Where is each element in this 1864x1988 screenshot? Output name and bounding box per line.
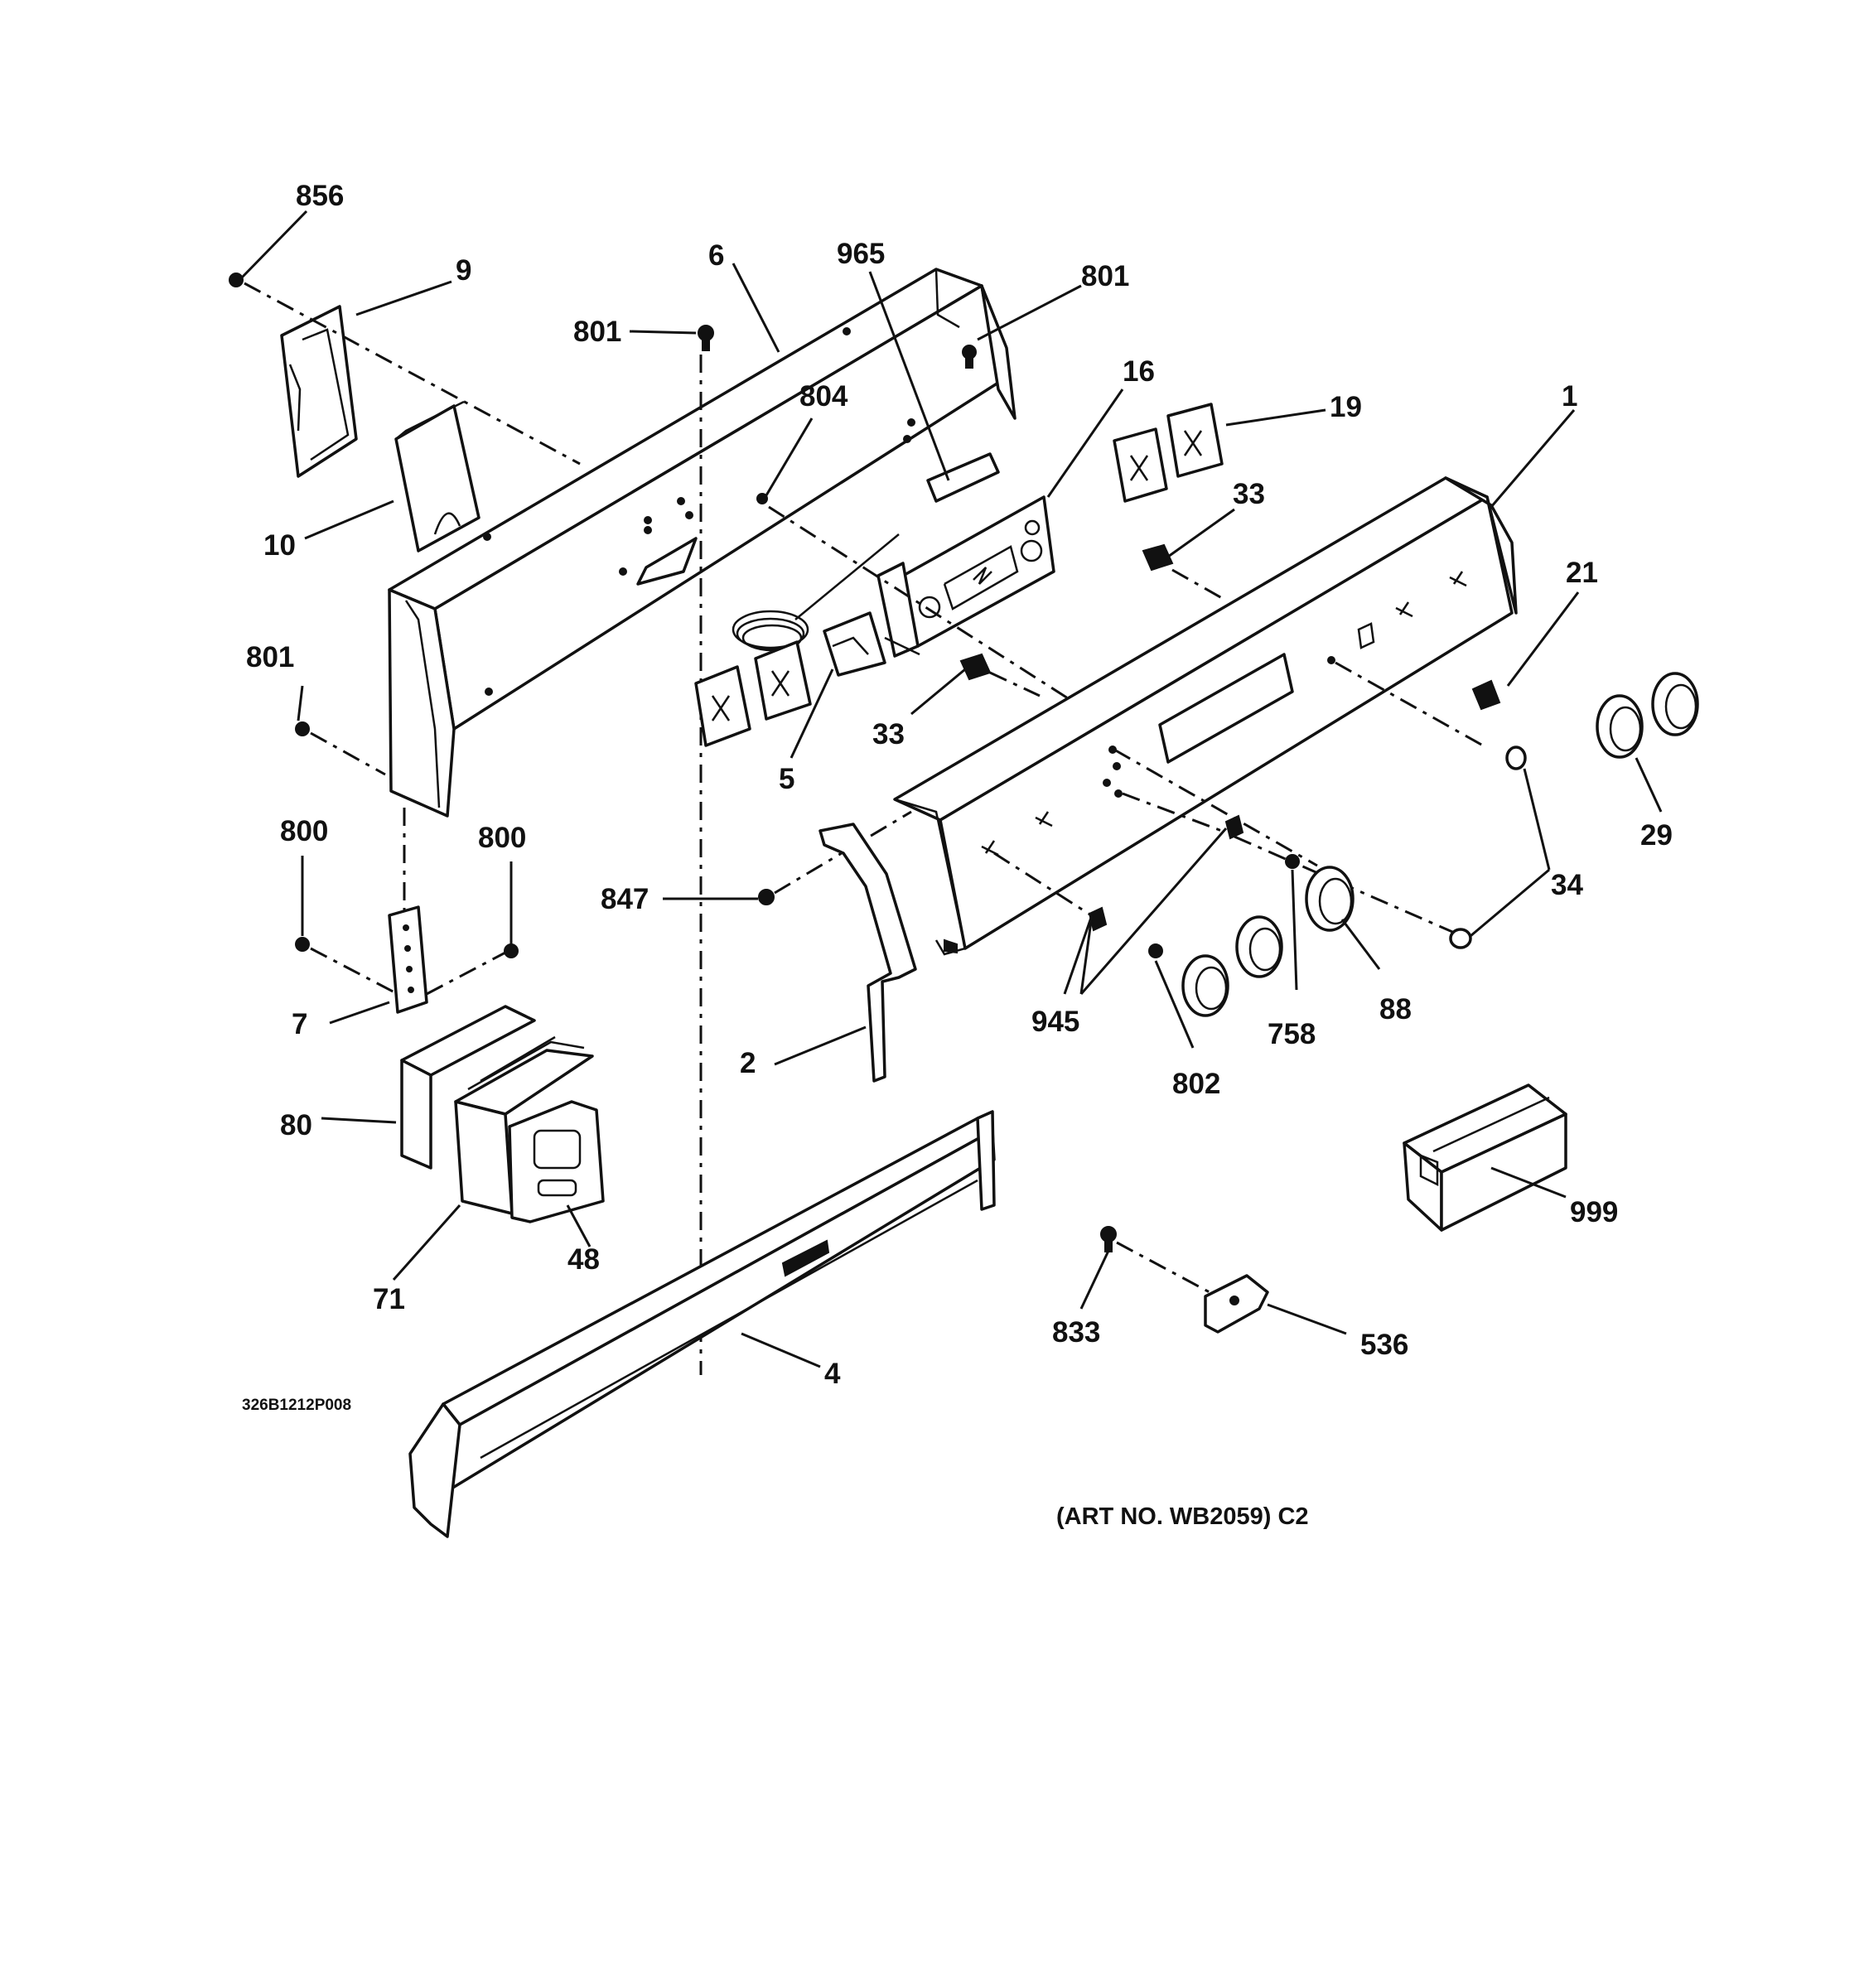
- part-847-screw: [758, 889, 775, 905]
- part-9-bracket: [280, 305, 358, 478]
- callout-16: 16: [1123, 355, 1155, 388]
- part-16-switch-housing: [876, 495, 1055, 658]
- callout-800-left: 800: [280, 815, 328, 847]
- callout-999: 999: [1570, 1196, 1618, 1228]
- part-88-knob-front: [1305, 866, 1355, 932]
- part-758-screw: [1285, 854, 1300, 869]
- callout-856: 856: [296, 180, 344, 212]
- callout-804: 804: [799, 380, 848, 413]
- drawing-number: 326B1212P008: [242, 1397, 351, 1414]
- callout-9: 9: [456, 254, 471, 287]
- callout-801-right: 801: [1081, 260, 1129, 292]
- part-34-plug-lower: [1449, 928, 1472, 949]
- part-802-screw: [1148, 943, 1163, 958]
- callout-34: 34: [1551, 869, 1583, 901]
- part-switch-left-2: [754, 640, 812, 721]
- part-19-switch-2: [1166, 403, 1224, 478]
- callout-801-left: 801: [246, 641, 294, 673]
- callout-801-top: 801: [573, 316, 621, 348]
- callout-21: 21: [1566, 557, 1598, 589]
- part-856-screw: [229, 273, 244, 287]
- part-801-screw-right: [962, 345, 977, 369]
- callout-33-lower: 33: [872, 718, 905, 750]
- callout-758: 758: [1268, 1018, 1316, 1050]
- part-29-knob-1: [1596, 694, 1644, 759]
- callout-847: 847: [601, 883, 649, 915]
- part-33-light-lower: [959, 653, 992, 681]
- callout-71: 71: [373, 1283, 405, 1315]
- callout-33-upper: 33: [1233, 478, 1265, 510]
- part-wire-harness: [732, 533, 900, 652]
- leader-lines: [240, 210, 1663, 1368]
- part-71-electronic-board: [454, 1035, 594, 1215]
- part-48-bracket: [508, 1100, 605, 1223]
- part-6-backguard: [388, 268, 1017, 818]
- callout-800-right: 800: [478, 822, 526, 854]
- part-switch-left-1: [694, 665, 751, 747]
- callout-1: 1: [1562, 380, 1577, 413]
- part-4-lower-trim: [408, 1110, 996, 1538]
- part-5-infinite-switch: [823, 611, 920, 677]
- part-800-screw-right: [504, 943, 519, 958]
- part-945-clip-upper: [1224, 814, 1244, 840]
- callout-4: 4: [824, 1358, 841, 1390]
- part-801-screw-top: [698, 325, 714, 351]
- callout-6: 6: [708, 239, 724, 272]
- part-88-knob-right: [1235, 915, 1283, 978]
- callout-29: 29: [1640, 819, 1673, 852]
- part-800-screw-left: [295, 937, 310, 952]
- callout-965: 965: [837, 238, 885, 270]
- part-536-bracket: [1204, 1274, 1269, 1334]
- callout-48: 48: [567, 1243, 600, 1276]
- callout-19: 19: [1330, 391, 1362, 423]
- callout-7: 7: [292, 1008, 307, 1040]
- part-80-insulation: [400, 1005, 536, 1170]
- part-833-screw: [1100, 1226, 1117, 1252]
- callout-labels: 856 9 6 965 801 801 804 16 19 1 10 33 21…: [246, 180, 1673, 1390]
- part-88-knob-left: [1181, 954, 1229, 1017]
- part-801-screw-left: [295, 721, 310, 736]
- part-1-control-panel: [893, 476, 1518, 956]
- part-945-clip-lower: [1088, 906, 1108, 932]
- callout-80: 80: [280, 1109, 312, 1141]
- callout-10: 10: [263, 529, 296, 562]
- part-29-knob-2: [1651, 672, 1699, 736]
- part-965-bracket: [926, 452, 1000, 503]
- part-10-bracket: [394, 400, 480, 552]
- art-number: (ART NO. WB2059) C2: [1056, 1503, 1309, 1530]
- callout-833: 833: [1052, 1316, 1100, 1349]
- part-34-plug-upper: [1505, 746, 1527, 770]
- callout-802: 802: [1172, 1068, 1220, 1100]
- part-21-indicator: [1471, 679, 1501, 711]
- callout-2: 2: [740, 1047, 756, 1079]
- part-33-light-upper: [1142, 543, 1174, 572]
- part-19-switch-1: [1113, 427, 1168, 503]
- callout-5: 5: [779, 763, 794, 795]
- part-999-box: [1403, 1083, 1567, 1232]
- callout-945: 945: [1031, 1006, 1079, 1038]
- part-7-bracket: [388, 905, 428, 1014]
- callout-536: 536: [1360, 1329, 1408, 1361]
- part-2-side-trim: [819, 823, 917, 1083]
- callout-88: 88: [1379, 993, 1412, 1025]
